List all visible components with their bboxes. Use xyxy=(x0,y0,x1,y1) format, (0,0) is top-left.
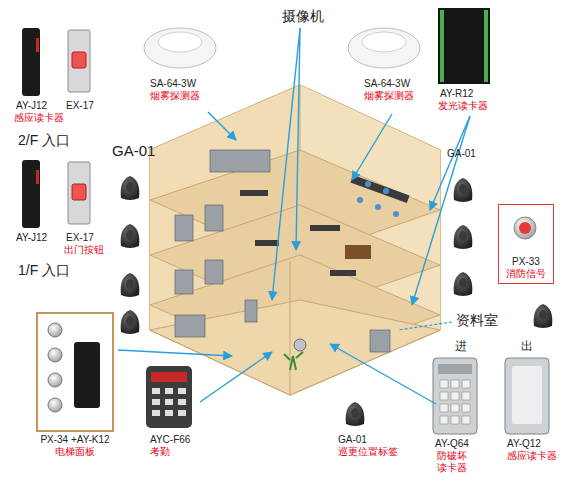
device-label: EX-17 xyxy=(66,100,94,112)
node-text: 消防信号 xyxy=(506,268,546,280)
device-label: 感应读卡器 xyxy=(507,450,557,462)
signal-box: PX-33消防信号 xyxy=(498,204,554,284)
device-label: 发光读卡器 xyxy=(438,100,488,112)
elevator-panel-box: PX-34 +AY-K12电梯面板 xyxy=(36,312,114,432)
device-label: 1/F 入口 xyxy=(18,262,70,278)
device-label: 防破坏 读卡器 xyxy=(437,450,471,473)
device-label: AY-J12 xyxy=(16,100,47,112)
node-text: PX-34 +AY-K12 xyxy=(40,434,109,446)
device-label: 资料室 xyxy=(456,312,498,328)
device-label: 摄像机 xyxy=(282,8,324,24)
device-label: SA-64-3W xyxy=(150,78,196,90)
device-label: GA-01 xyxy=(447,148,476,160)
device-label: AY-J12 xyxy=(16,232,47,244)
device-label: AY-Q64 xyxy=(435,438,469,450)
device-label: EX-17 xyxy=(66,232,94,244)
device-label: AY-Q12 xyxy=(507,438,541,450)
device-label: SA-64-3W xyxy=(364,78,410,90)
device-label: 巡更位置标签 xyxy=(338,446,398,458)
device-label: GA-01 xyxy=(112,142,155,159)
node-text: 电梯面板 xyxy=(40,446,109,458)
device-label: 进 xyxy=(455,340,467,354)
node-text: PX-33 xyxy=(506,256,546,268)
device-label: 2/F 入口 xyxy=(18,132,70,148)
device-label: 出 xyxy=(521,340,533,354)
device-label: 考勤 xyxy=(150,446,170,458)
device-label: 出门按钮 xyxy=(64,244,104,256)
device-label: AY-R12 xyxy=(440,88,473,100)
device-label: GA-01 xyxy=(338,434,367,446)
device-label: 烟雾探测器 xyxy=(364,90,414,102)
device-label: 烟雾探测器 xyxy=(150,90,200,102)
device-label: AYC-F66 xyxy=(150,434,190,446)
device-label: 感应读卡器 xyxy=(14,112,64,124)
